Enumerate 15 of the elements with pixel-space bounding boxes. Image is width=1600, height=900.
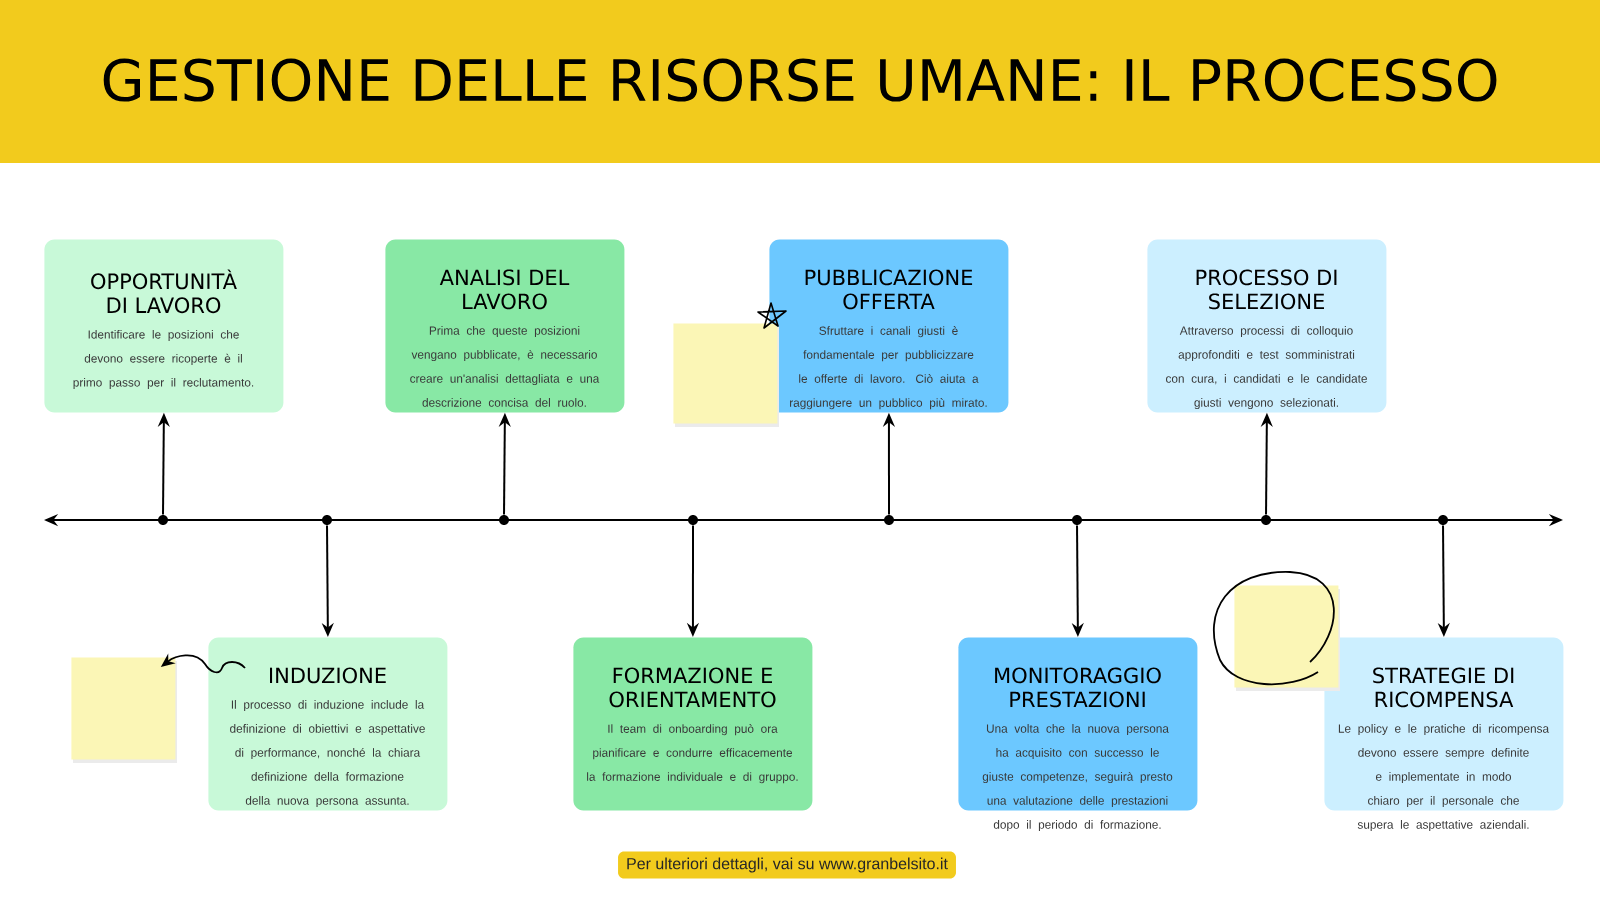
sticky-note [673,323,779,427]
node-label: supera le aspettative aziendali. [1357,820,1529,832]
node-label: dopo il periodo di formazione. [993,820,1161,832]
timeline-card: INDUZIONE Il processo di induzione include la definizione di obiettivi e aspettative di performance, nonché la chiara definizione della formazione della nuova persona assunta. [208,637,448,811]
timeline-card: ANALISI DEL LAVORO Prima che queste posizioni vengano pubblicate, è necessario creare un'analisi dettagliata e una descrizione concisa del ruolo. [385,239,625,413]
sticky-note [71,657,177,763]
footer-note: Per ulteriori dettagli, vai su www.granbelsito.it [618,851,956,879]
timeline-card: FORMAZIONE E ORIENTAMENTO Il team di onboarding può ora pianificare e condurre efficacemente la formazione individuale e di gruppo. [573,637,813,811]
timeline-card: PROCESSO DI SELEZIONE Attraverso processi di colloquio approfonditi e test somministrati con cura, i candidati e le candidate giusti vengono selezionati. [1147,239,1387,413]
timeline-card: OPPORTUNITÀ DI LAVORO Identificare le posizioni che devono essere ricoperte è il primo passo per il reclutamento. [44,239,284,413]
timeline-card: STRATEGIE DI RICOMPENSA Le policy e le pratiche di ricompensa devono essere sempre definite e implementate in modo chiaro per il personale che supera le aspettative aziendali. [1324,637,1564,832]
timeline-card: MONITORAGGIO PRESTAZIONI Una volta che la nuova persona ha acquisito con successo le giuste competenze, seguirà presto una valutazione delle prestazioni dopo il periodo di formazione. [958,637,1198,832]
timeline-card: PUBBLICAZIONE OFFERTA Sfruttare i canali giusti è fondamentale per pubblicizzare le offerte di lavoro. Ciò aiuta a raggiungere un pubblico più mirato. [769,239,1009,413]
title: GESTIONE DELLE RISORSE UMANE: IL PROCESSO [103,58,1497,102]
sticky-note [1234,585,1340,691]
